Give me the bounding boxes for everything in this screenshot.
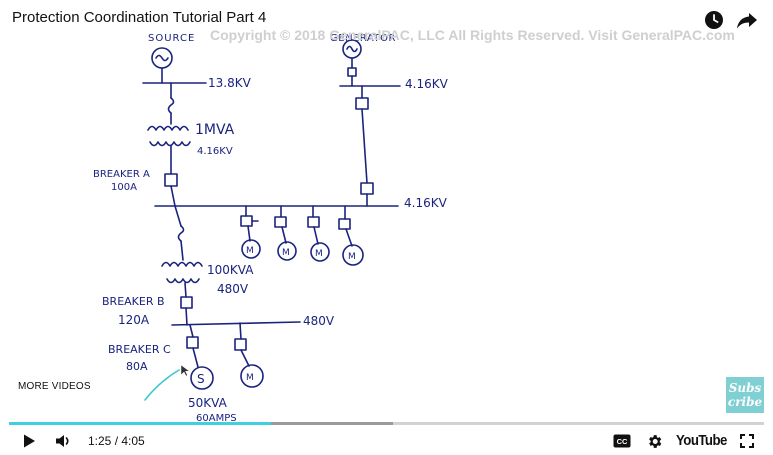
load-label: S <box>197 372 205 386</box>
youtube-logo[interactable]: YouTube <box>676 432 727 449</box>
subscribe-line-2: cribe <box>727 395 763 409</box>
breaker-a-symbol <box>164 173 178 187</box>
motor-label-2: M <box>282 248 290 258</box>
source-label: SOURCE <box>148 33 195 44</box>
transformer-2-secondary <box>166 278 200 284</box>
player-controls: 1:25 / 4:05 CC YouTube <box>0 428 773 455</box>
transformer-1-secondary-kv: 4.16KV <box>197 146 233 157</box>
breaker-c-rating: 80A <box>126 360 148 373</box>
transformer-1-primary <box>147 125 189 131</box>
main-bus-kv: 4.16KV <box>404 196 448 210</box>
breaker-b-label: BREAKER B <box>102 295 165 308</box>
watch-later-button[interactable] <box>702 8 726 32</box>
transformer-1-rating: 1MVA <box>195 122 235 138</box>
more-videos-button[interactable]: MORE VIDEOS <box>18 381 91 392</box>
motor-label-1: M <box>246 246 254 256</box>
play-button[interactable] <box>18 430 40 452</box>
motor-label-5: M <box>246 373 254 383</box>
mouse-cursor <box>180 364 191 377</box>
lv-bus-v: 480V <box>303 314 335 328</box>
volume-icon <box>56 435 69 447</box>
load-symbol <box>190 366 214 390</box>
annotation-stroke <box>144 369 180 401</box>
volume-button[interactable] <box>53 430 75 452</box>
transformer-2-secondary-v: 480V <box>217 282 249 296</box>
time-display: 1:25 / 4:05 <box>88 434 145 448</box>
breaker-b-symbol <box>180 296 193 309</box>
breaker-c-symbol <box>186 336 199 349</box>
subscribe-watermark[interactable]: Subs cribe <box>726 377 764 413</box>
breaker-a-rating: 100A <box>111 182 137 193</box>
cc-icon: CC <box>613 434 631 448</box>
video-title[interactable]: Protection Coordination Tutorial Part 4 <box>12 9 267 26</box>
progress-bar[interactable] <box>9 422 764 425</box>
transformer-1-secondary <box>149 141 191 147</box>
share-button[interactable] <box>735 8 759 32</box>
breaker-b-rating: 120A <box>118 313 150 327</box>
motor-feeders <box>240 205 364 266</box>
subscribe-line-1: Subs <box>728 381 762 395</box>
motor-label-4: M <box>348 252 356 262</box>
progress-played <box>9 422 271 425</box>
gear-icon <box>648 434 661 448</box>
breaker-c-label: BREAKER C <box>108 343 171 356</box>
breaker-a-label: BREAKER A <box>93 169 150 180</box>
source-bus-kv: 13.8KV <box>208 76 252 90</box>
share-icon <box>737 13 757 29</box>
motor-label-3: M <box>315 249 323 259</box>
load-rating: 50KVA <box>188 396 228 410</box>
play-icon <box>24 434 35 448</box>
lv-bus <box>171 321 301 326</box>
fullscreen-button[interactable] <box>737 430 757 452</box>
fullscreen-icon <box>740 434 754 448</box>
copyright-watermark: Copyright © 2018 GeneralPAC, LLC All Rig… <box>210 27 735 43</box>
settings-button[interactable] <box>643 430 665 452</box>
clock-icon <box>705 11 723 29</box>
generator-label: GENERATOR <box>330 33 396 44</box>
generator-bus-kv: 4.16KV <box>405 77 449 91</box>
svg-text:CC: CC <box>617 437 628 446</box>
transformer-2-rating: 100KVA <box>207 263 254 277</box>
transformer-2-primary <box>161 261 203 267</box>
captions-button[interactable]: CC <box>611 430 633 452</box>
load-current: 60AMPS <box>196 413 237 424</box>
